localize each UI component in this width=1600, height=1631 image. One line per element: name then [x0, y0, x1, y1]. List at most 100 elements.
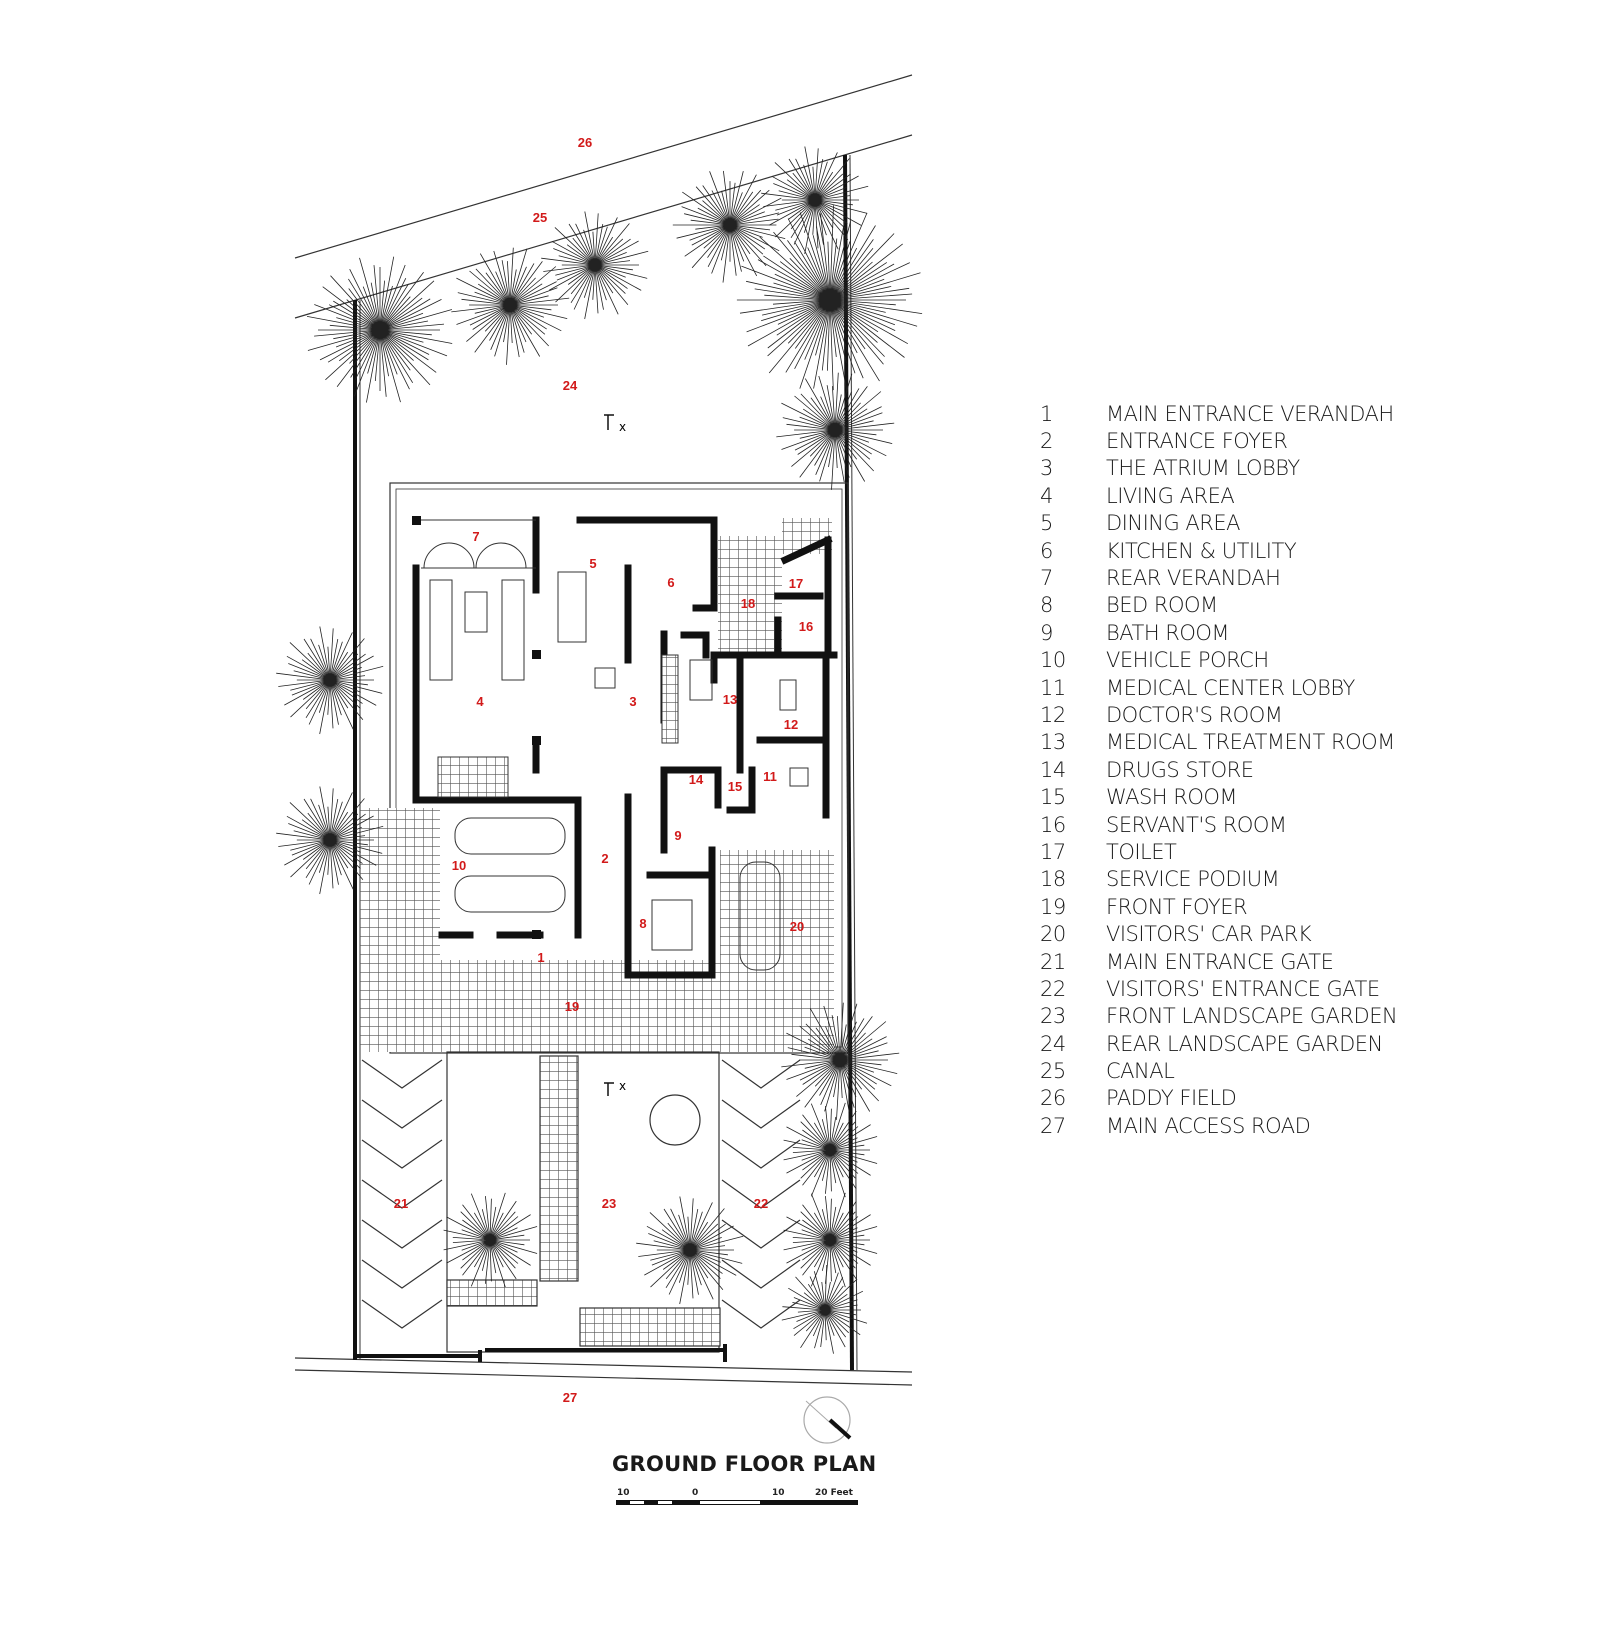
- sofa-right: [501, 579, 525, 681]
- legend-label: SERVICE PODIUM: [1106, 867, 1280, 892]
- room-label: 26: [578, 135, 592, 150]
- legend-label: ENTRANCE FOYER: [1106, 429, 1288, 454]
- road-edge-top: [294, 1357, 913, 1373]
- room-label: 2: [601, 851, 608, 866]
- legend-label: LIVING AREA: [1106, 483, 1235, 508]
- section-marker-label: x: [619, 420, 626, 434]
- legend-label: VISITORS' CAR PARK: [1106, 922, 1312, 947]
- road-edge-bottom: [294, 1369, 913, 1386]
- legend-item: 8 BED ROOM: [1040, 592, 1397, 619]
- canal-edge-bottom: [294, 134, 913, 319]
- legend-label: MEDICAL CENTER LOBBY: [1106, 675, 1355, 700]
- room-label: 14: [689, 772, 704, 787]
- legend-label: REAR VERANDAH: [1106, 566, 1281, 591]
- room-label: 25: [533, 210, 547, 225]
- legend-label: DOCTOR'S ROOM: [1106, 702, 1283, 727]
- trees: [276, 146, 923, 1354]
- legend-label: WASH ROOM: [1106, 785, 1238, 810]
- tree-icon: [636, 1196, 744, 1305]
- room-label: 18: [741, 596, 755, 611]
- tree-icon: [276, 786, 384, 895]
- front-foyer-paving: [360, 960, 834, 1052]
- bed: [651, 899, 693, 951]
- legend-label: BATH ROOM: [1106, 620, 1230, 645]
- legend-item: 15 WASH ROOM: [1040, 783, 1397, 810]
- legend-number: 10: [1040, 648, 1066, 673]
- room-label: 3: [629, 694, 636, 709]
- room-label: 24: [563, 378, 578, 393]
- legend-number: 21: [1040, 949, 1066, 974]
- legend-label: FRONT LANDSCAPE GARDEN: [1106, 1004, 1398, 1029]
- legend-label: VISITORS' ENTRANCE GATE: [1106, 976, 1380, 1001]
- wall-living-porch: [412, 564, 582, 939]
- wall-store-wash: [660, 766, 756, 854]
- car-1: [454, 817, 566, 855]
- legend-number: 15: [1040, 785, 1066, 810]
- lobby-table: [789, 767, 809, 787]
- legend-number: 22: [1040, 976, 1066, 1001]
- room-label: 15: [728, 779, 742, 794]
- section-marker-icon: [604, 414, 614, 1096]
- car-park-paving: [720, 850, 834, 962]
- room-label: 21: [394, 1196, 408, 1211]
- garden-outline: [446, 1051, 720, 1353]
- rear-verandah-edge: [421, 519, 536, 569]
- north-arrow-icon: [803, 1396, 852, 1444]
- legend-number: 18: [1040, 867, 1066, 892]
- tree-icon: [736, 205, 923, 393]
- legend-label: SERVANT'S ROOM: [1106, 812, 1287, 837]
- side-paving: [360, 808, 440, 960]
- legend-label: BED ROOM: [1106, 593, 1218, 618]
- legend-item: 18 SERVICE PODIUM: [1040, 866, 1397, 893]
- scale-tick: 10: [772, 1488, 785, 1498]
- legend-label: TOILET: [1106, 839, 1177, 864]
- legend-number: 14: [1040, 757, 1066, 782]
- tree-icon: [306, 256, 453, 403]
- wall-treatment: [680, 631, 838, 774]
- legend-number: 2: [1040, 429, 1053, 454]
- legend-number: 8: [1040, 593, 1053, 618]
- front-gate-wall: [355, 1344, 727, 1362]
- tree-icon: [672, 170, 786, 283]
- room-label: 9: [674, 828, 681, 843]
- tree-icon: [783, 1192, 878, 1288]
- atrium-table: [594, 667, 616, 689]
- car-3: [739, 861, 781, 971]
- plan-title: GROUND FLOOR PLAN: [612, 1452, 877, 1476]
- legend-number: 6: [1040, 538, 1053, 563]
- legend-label: FRONT FOYER: [1106, 894, 1248, 919]
- scale-tick: 0: [692, 1488, 699, 1498]
- legend-number: 26: [1040, 1086, 1066, 1111]
- right-boundary-wall-inner: [849, 154, 858, 1371]
- room-label: 16: [799, 619, 813, 634]
- dining-table: [557, 571, 587, 643]
- legend-label: DINING AREA: [1106, 511, 1241, 536]
- legend-number: 27: [1040, 1113, 1066, 1138]
- car-2: [454, 875, 566, 913]
- room-label: 17: [789, 576, 803, 591]
- tree-icon: [776, 372, 895, 490]
- legend-number: 1: [1040, 401, 1053, 426]
- tree-icon: [783, 1102, 878, 1198]
- wall-bedroom: [624, 793, 716, 979]
- room-label: 22: [754, 1196, 768, 1211]
- entrance-gate-chevrons: [361, 1059, 443, 1329]
- legend-number: 9: [1040, 620, 1053, 645]
- room-label: 1: [537, 950, 544, 965]
- canal-edge-top: [294, 74, 913, 259]
- legend-label: CANAL: [1106, 1059, 1175, 1084]
- legend-number: 25: [1040, 1059, 1066, 1084]
- legend-label: MAIN ENTRANCE GATE: [1106, 949, 1334, 974]
